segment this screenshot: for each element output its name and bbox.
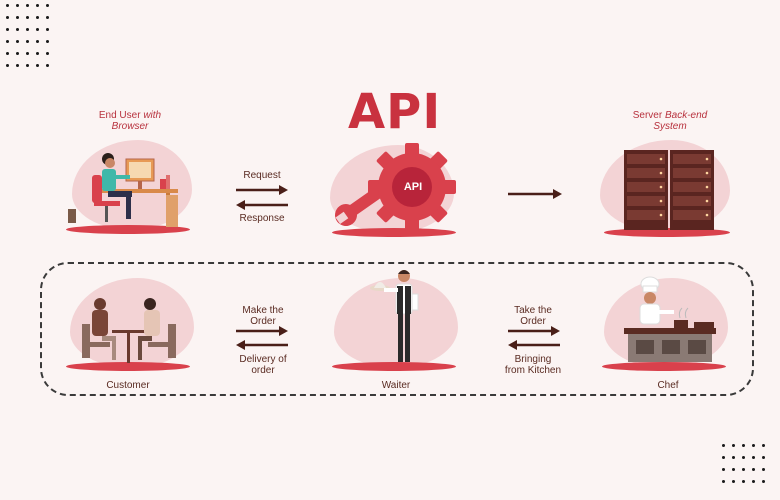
dot-pattern-top-left xyxy=(6,4,56,76)
waiter-illustration xyxy=(370,270,419,362)
gear-icon xyxy=(334,143,456,231)
request-arrow xyxy=(236,185,288,195)
delivery-arrow xyxy=(236,340,288,350)
request-label: Request xyxy=(243,170,281,181)
customer-illustration xyxy=(82,298,176,363)
gear-label: API xyxy=(403,181,423,193)
dot-pattern-bottom-right xyxy=(722,444,772,492)
waiter-floor xyxy=(332,362,456,371)
end-user-floor xyxy=(66,225,190,234)
waiter-label: Waiter xyxy=(381,380,411,391)
end-user-illustration xyxy=(68,153,178,227)
api-floor xyxy=(332,228,456,237)
bringing-arrow xyxy=(508,340,560,350)
server-label: Server Back-end System xyxy=(632,110,708,132)
take-order-arrow xyxy=(508,326,560,336)
response-label: Response xyxy=(239,213,285,224)
make-order-arrow xyxy=(236,326,288,336)
response-arrow xyxy=(236,200,288,210)
chef-label: Chef xyxy=(657,380,679,391)
restaurant-analogy-frame xyxy=(40,262,754,396)
customer-floor xyxy=(66,362,190,371)
page-title: API xyxy=(348,84,442,140)
end-user-label: End User with Browser xyxy=(98,110,162,132)
server-floor xyxy=(604,228,730,237)
server-arrow xyxy=(508,189,562,199)
chef-floor xyxy=(602,362,726,371)
chef-illustration xyxy=(624,276,716,362)
server-rack-icon xyxy=(624,150,714,230)
customer-label: Customer xyxy=(106,380,150,391)
